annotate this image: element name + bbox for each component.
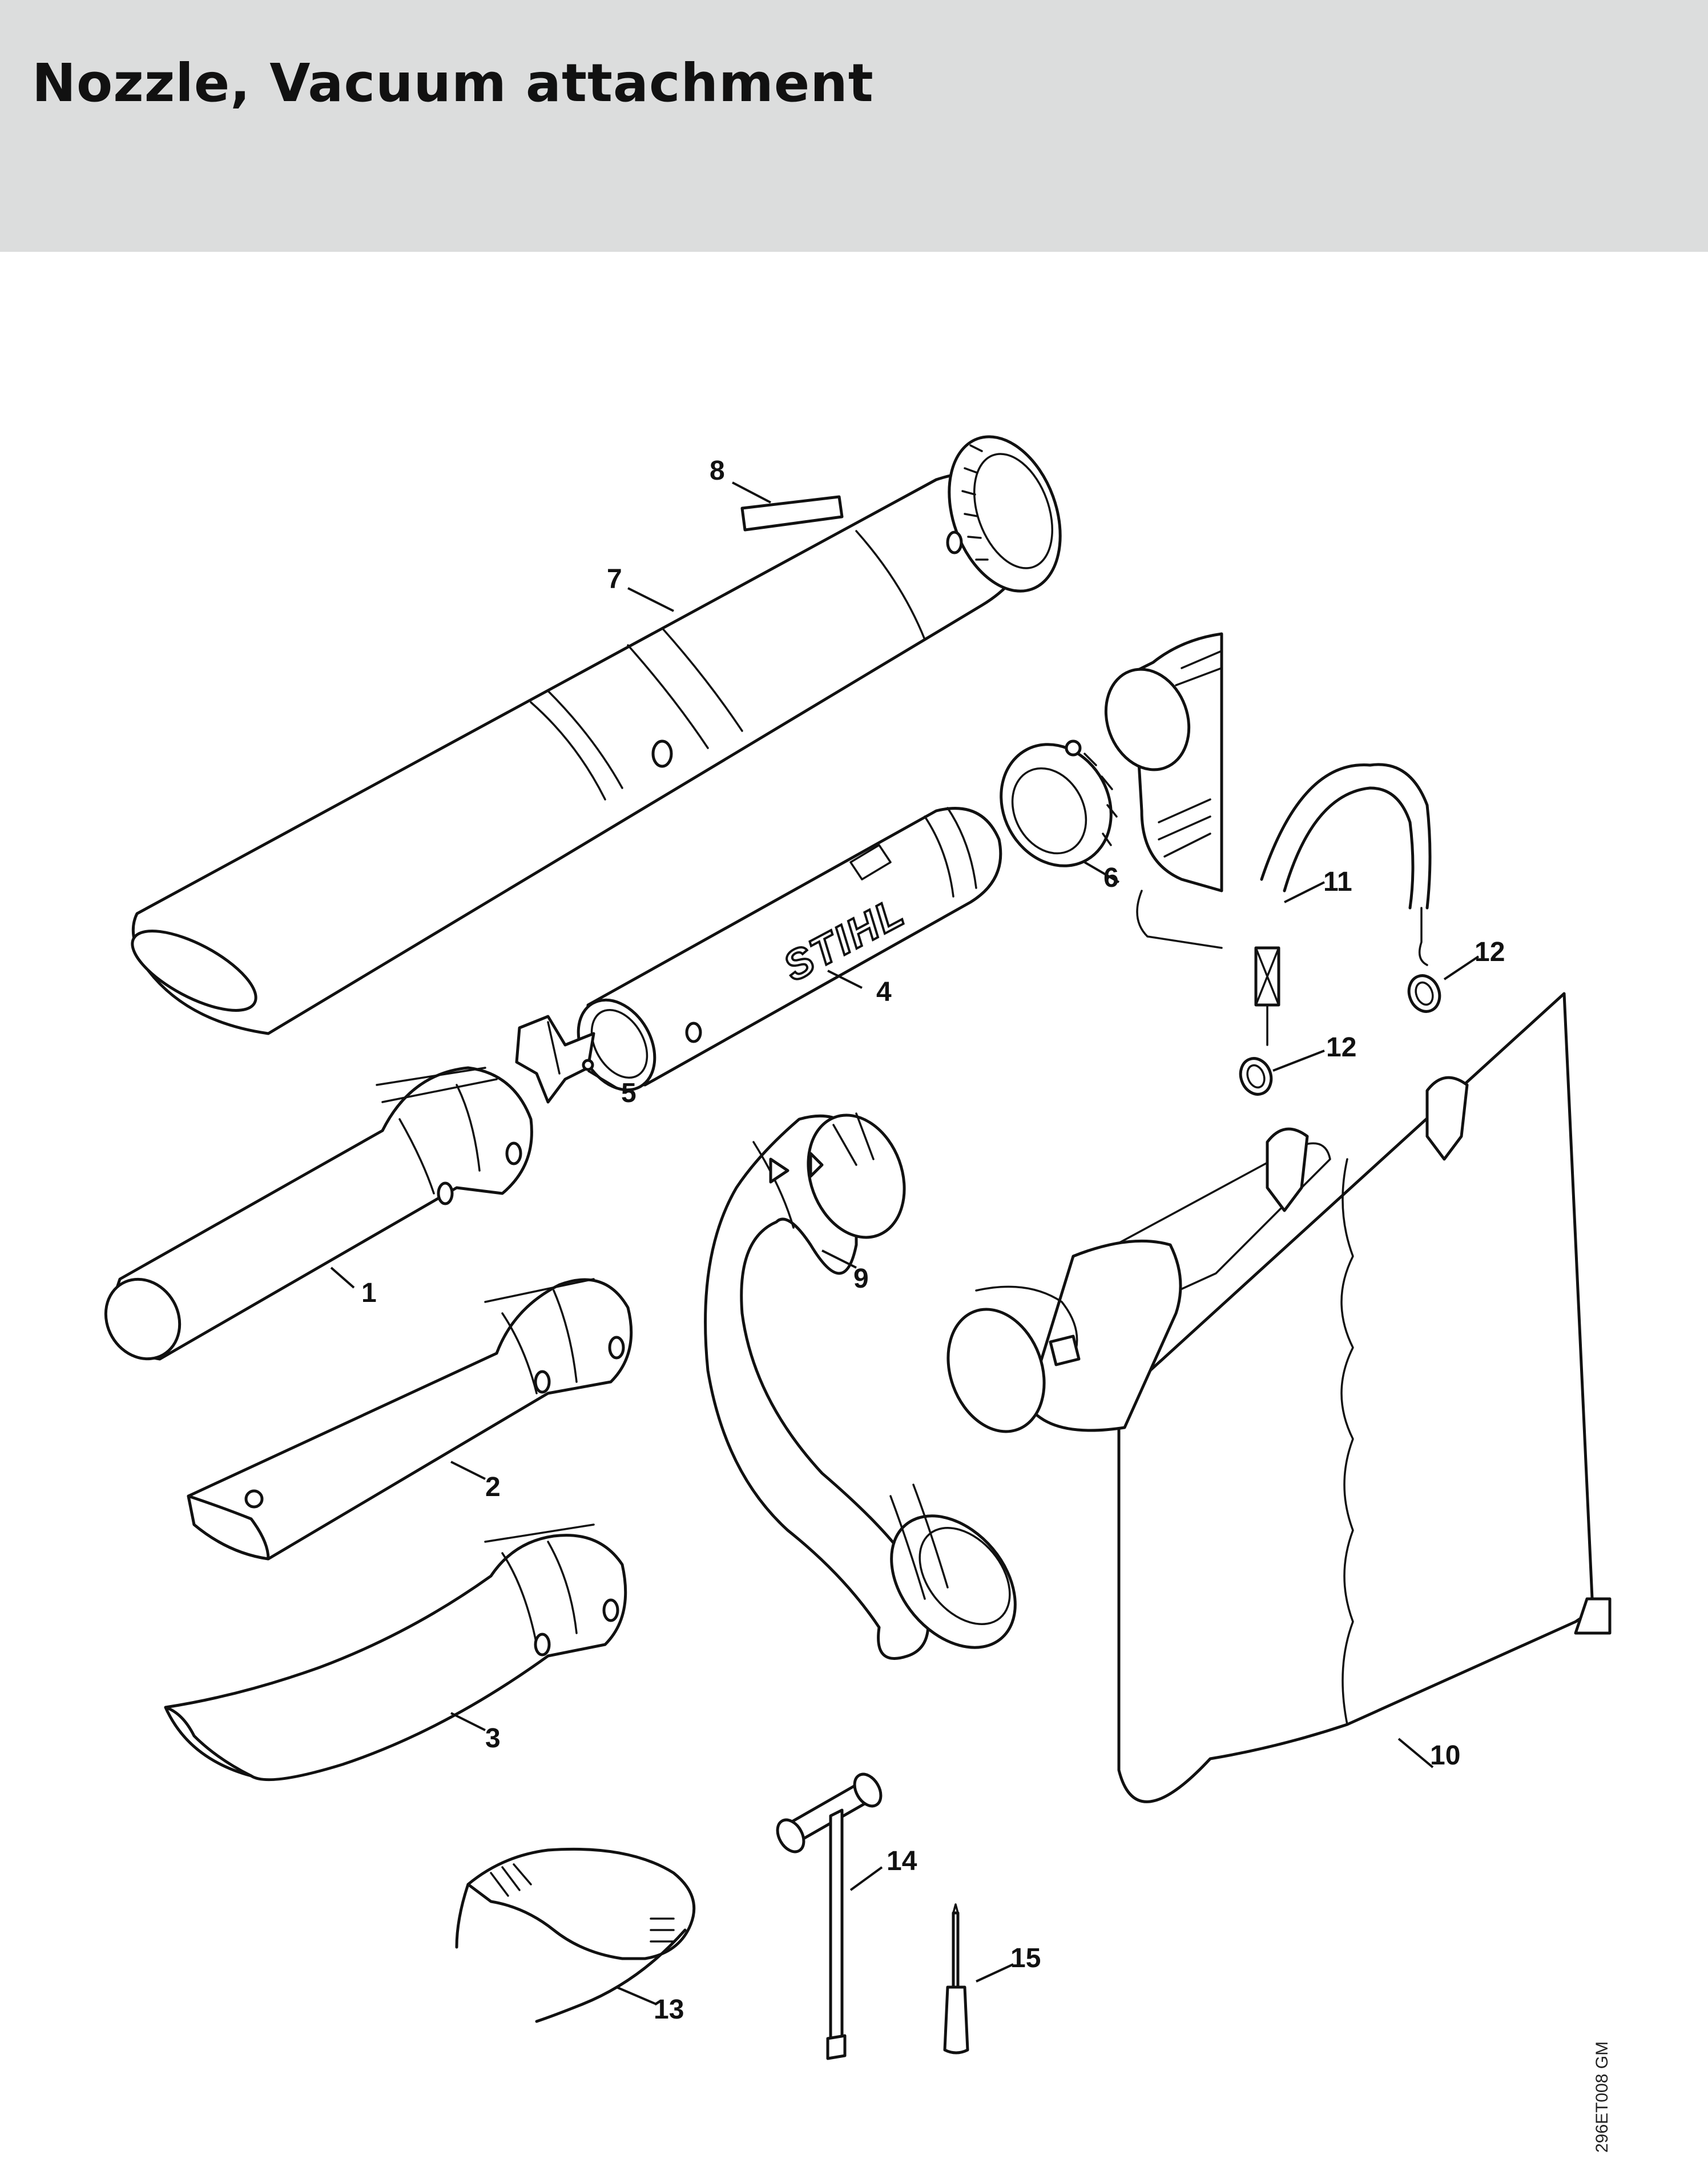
- part-12-ring-upper[interactable]: [1404, 971, 1445, 1016]
- callout-8: 8: [710, 456, 725, 486]
- part-2-flat-nozzle[interactable]: [187, 1278, 633, 1561]
- part-1-round-nozzle[interactable]: [91, 1066, 533, 1372]
- callout-2: 2: [485, 1472, 501, 1502]
- part-4-tube[interactable]: STIHL: [563, 807, 1002, 1104]
- leader-lines: [330, 481, 1480, 2005]
- part-14-combination-wrench[interactable]: [772, 1770, 887, 2060]
- callout-7: 7: [607, 564, 622, 594]
- part-8-label[interactable]: [740, 495, 844, 532]
- callouts: 8 7 6 4 5 1 2 3 9 10 11 12 12 13 14 15: [361, 456, 1505, 2025]
- callout-4: 4: [876, 977, 892, 1007]
- header-band: Nozzle, Vacuum attachment: [0, 0, 1708, 252]
- blower-housing: [1104, 632, 1223, 949]
- callout-6: 6: [1103, 863, 1119, 893]
- callout-3: 3: [485, 1723, 501, 1754]
- callout-12-upper: 12: [1475, 937, 1505, 967]
- callout-1: 1: [361, 1278, 377, 1308]
- part-9-bent-tube[interactable]: [704, 1101, 1041, 1671]
- part-3-curved-nozzle[interactable]: [164, 1523, 627, 1782]
- part-13-safety-glasses[interactable]: [455, 1847, 696, 2023]
- callout-13: 13: [654, 1995, 684, 2025]
- callout-11: 11: [1323, 867, 1352, 897]
- part-12-ring-lower[interactable]: [1236, 1054, 1276, 1099]
- part-15-screwdriver[interactable]: [943, 1903, 969, 2055]
- part-10-bag[interactable]: [932, 992, 1612, 1803]
- drawing-id: 296ET008 GM: [1593, 2041, 1612, 2153]
- callout-5: 5: [621, 1078, 637, 1108]
- callout-10: 10: [1430, 1740, 1460, 1771]
- callout-15: 15: [1010, 1943, 1041, 1973]
- callout-14: 14: [887, 1846, 917, 1876]
- callout-9: 9: [853, 1264, 869, 1294]
- page-title: Nozzle, Vacuum attachment: [32, 53, 874, 114]
- part-7-blower-tube[interactable]: [121, 421, 1080, 1035]
- part-5-clip[interactable]: [515, 1015, 595, 1104]
- part-6-nut[interactable]: [980, 725, 1132, 886]
- callout-12-lower: 12: [1326, 1032, 1356, 1063]
- part-11-strap[interactable]: [1254, 763, 1432, 1046]
